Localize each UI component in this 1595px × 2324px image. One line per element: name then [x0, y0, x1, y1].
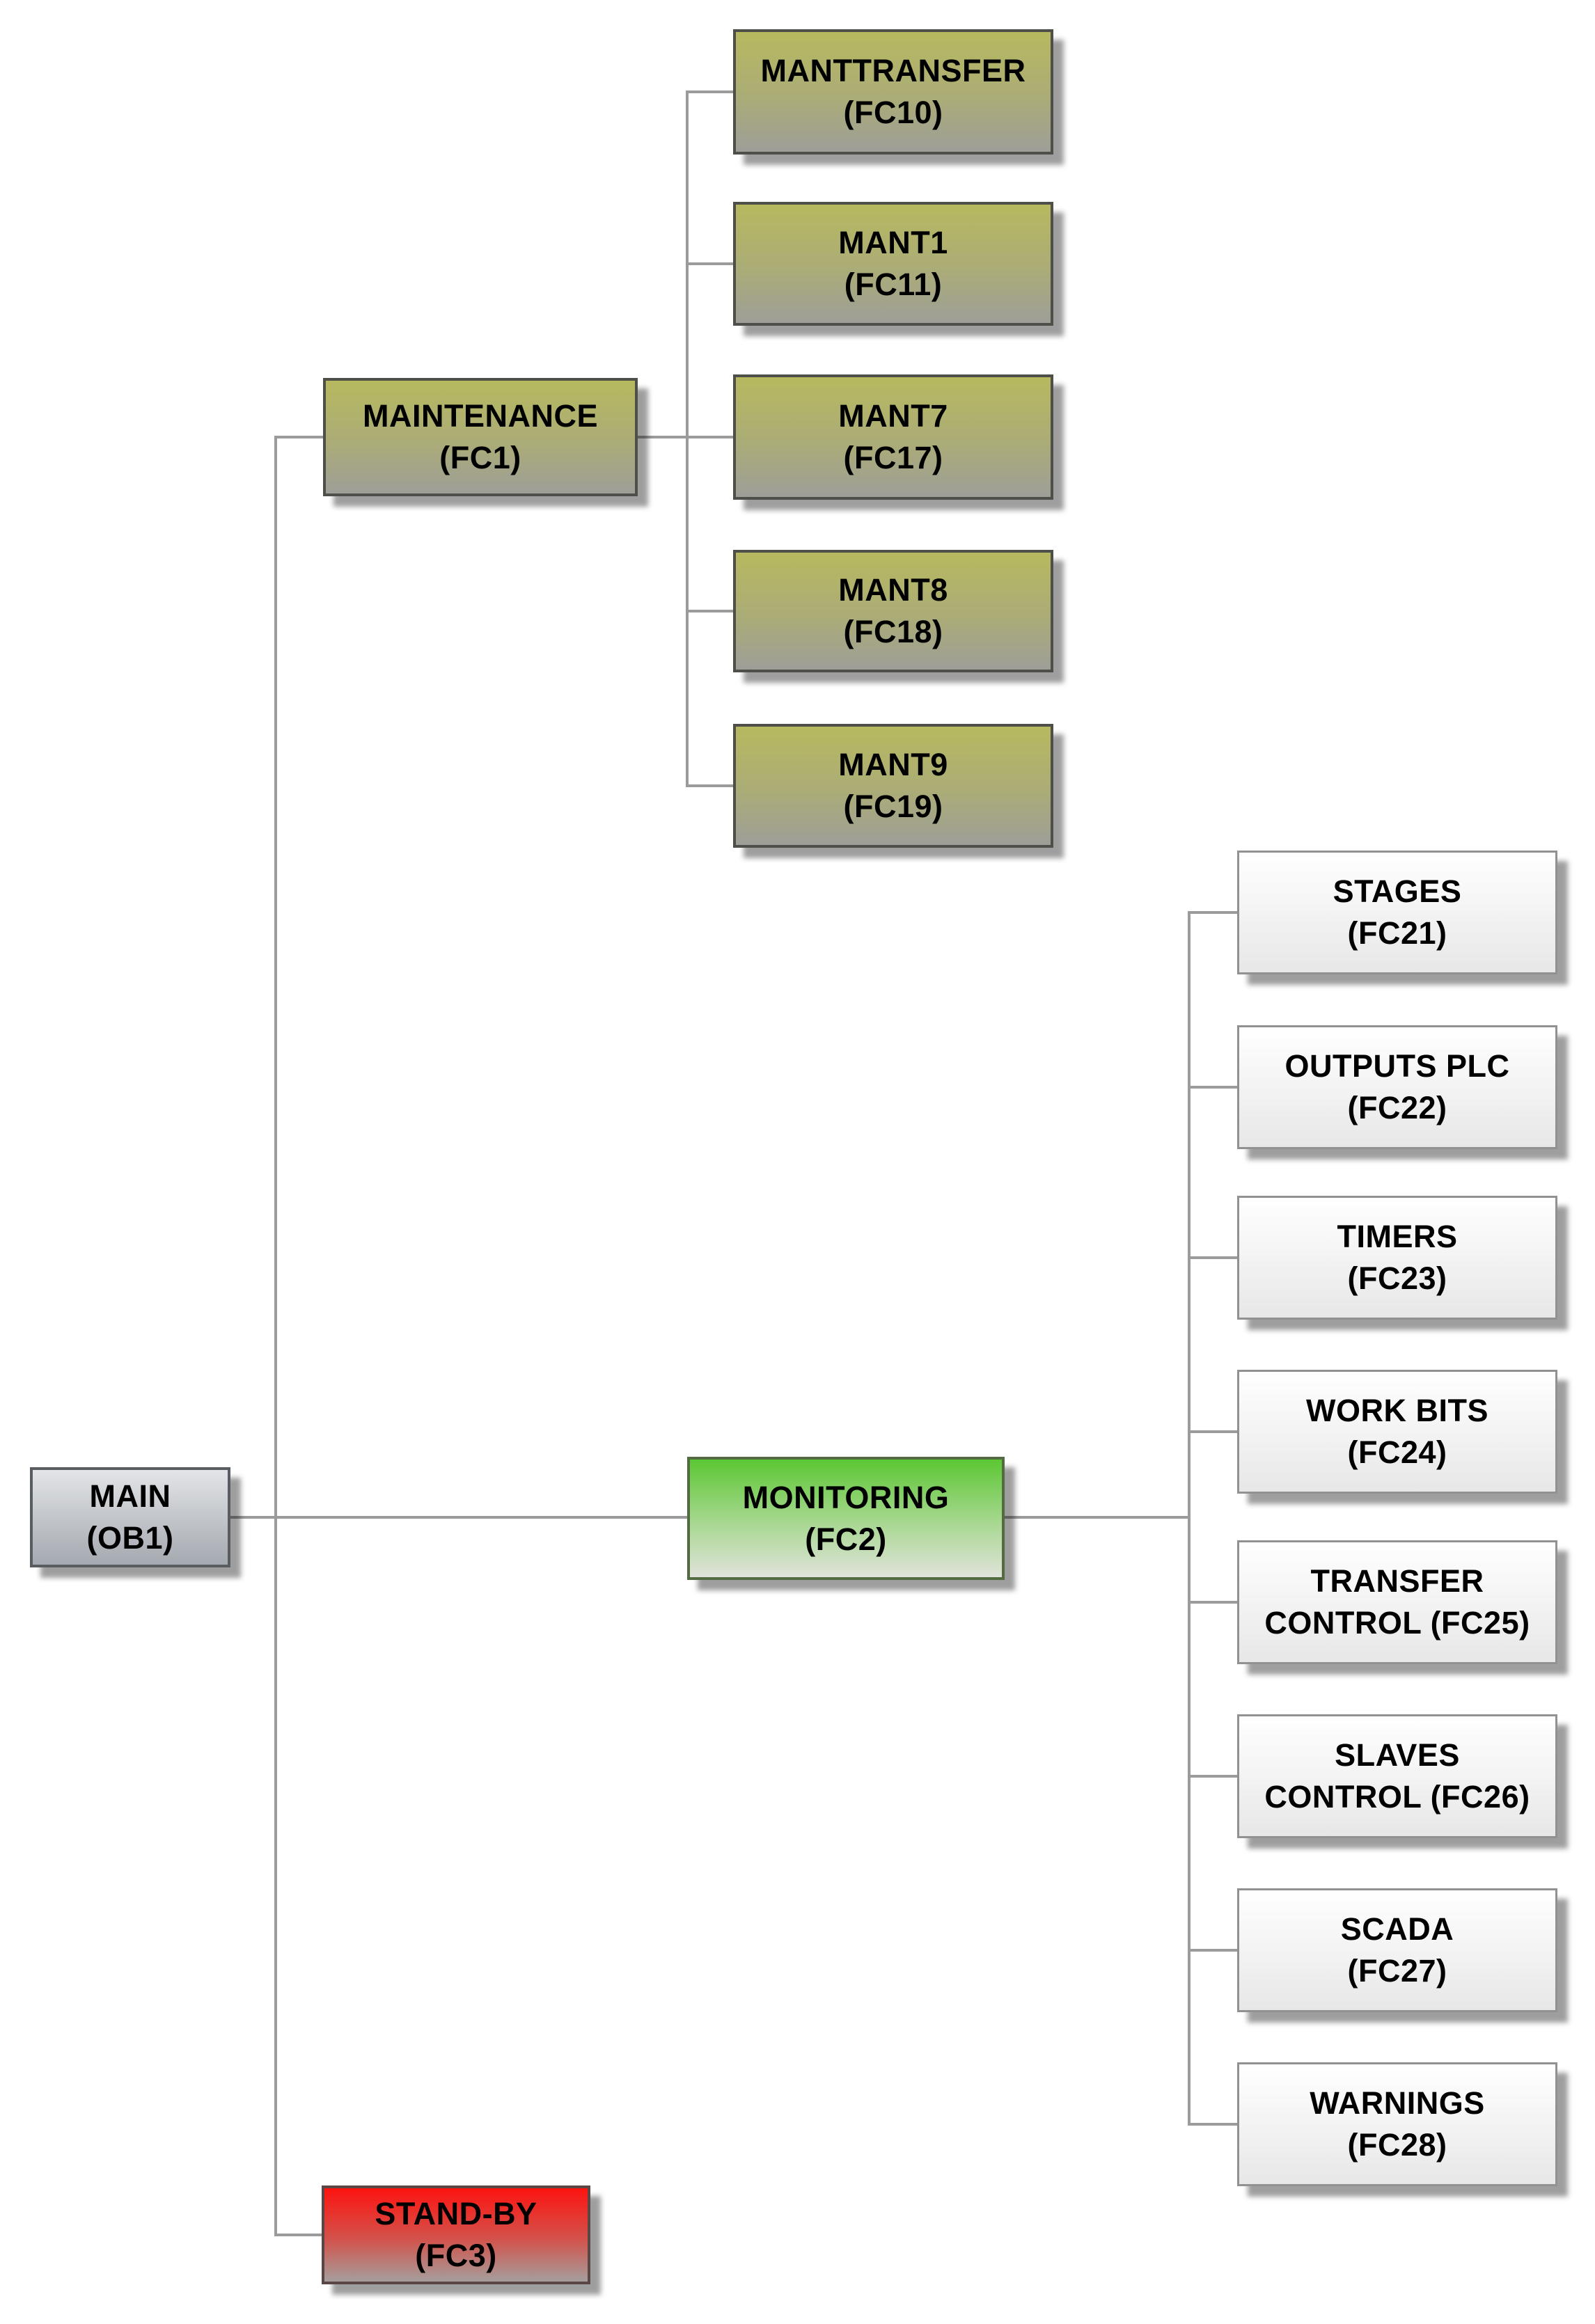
node-title: MAINTENANCE: [363, 398, 598, 434]
node-subtitle: (FC28): [1347, 2127, 1447, 2163]
node-subtitle: (FC18): [843, 614, 943, 649]
node-title: STAGES: [1333, 874, 1462, 909]
node-title: STAND-BY: [375, 2196, 537, 2231]
connector-stub-mant1: [686, 262, 733, 265]
node-subtitle: CONTROL (FC25): [1264, 1605, 1530, 1641]
node-title: TIMERS: [1337, 1219, 1458, 1254]
node-subtitle: (FC27): [1347, 1953, 1447, 1989]
node-title: MANTTRANSFER: [760, 53, 1026, 88]
node-subtitle: (FC2): [805, 1521, 887, 1557]
connector-stub-work-bits: [1188, 1430, 1237, 1433]
node-subtitle: (FC11): [844, 267, 943, 302]
node-mant1: MANT1 (FC11): [733, 202, 1053, 326]
connector-stub-warnings: [1188, 2123, 1237, 2126]
connector-stub-scada: [1188, 1949, 1237, 1952]
node-title: MONITORING: [742, 1479, 950, 1515]
connector-trunk-main: [274, 436, 277, 2236]
connector-stub-manttransfer: [686, 90, 733, 93]
connector-stub-outputs-plc: [1188, 1086, 1237, 1089]
node-scada: SCADA (FC27): [1237, 1888, 1557, 2012]
node-title: WORK BITS: [1306, 1393, 1488, 1428]
connector-maintenance-right: [638, 436, 687, 438]
node-subtitle: (FC3): [415, 2238, 497, 2273]
node-subtitle: (FC1): [439, 440, 521, 475]
node-title: MANT9: [838, 747, 948, 782]
node-mant8: MANT8 (FC18): [733, 550, 1053, 672]
node-transfer-control: TRANSFER CONTROL (FC25): [1237, 1540, 1557, 1664]
node-title: TRANSFER: [1310, 1563, 1484, 1599]
node-title: MANT7: [838, 398, 948, 434]
node-title: SLAVES: [1335, 1737, 1460, 1773]
node-outputs-plc: OUTPUTS PLC (FC22): [1237, 1025, 1557, 1149]
node-title: SCADA: [1340, 1911, 1454, 1947]
node-standby: STAND-BY (FC3): [322, 2185, 590, 2284]
node-maintenance: MAINTENANCE (FC1): [323, 378, 638, 496]
node-work-bits: WORK BITS (FC24): [1237, 1370, 1557, 1494]
node-subtitle: (FC19): [843, 789, 943, 824]
node-title: MAIN: [89, 1478, 171, 1514]
node-stages: STAGES (FC21): [1237, 851, 1557, 974]
connector-stub-mant8: [686, 610, 733, 612]
node-mant7: MANT7 (FC17): [733, 374, 1053, 500]
connector-trunk-maintenance: [686, 90, 689, 787]
node-subtitle: (FC23): [1347, 1260, 1447, 1296]
node-mant9: MANT9 (FC19): [733, 724, 1053, 848]
node-title: OUTPUTS PLC: [1284, 1048, 1510, 1084]
node-subtitle: (FC10): [843, 95, 943, 130]
connector-monitoring-right: [1005, 1516, 1189, 1519]
node-title: WARNINGS: [1310, 2085, 1485, 2121]
connector-stub-slaves-control: [1188, 1775, 1237, 1778]
connector-stub-mant7: [686, 436, 733, 438]
connector-main-monitoring: [230, 1516, 687, 1519]
connector-standby: [274, 2234, 322, 2236]
node-subtitle: (FC22): [1347, 1090, 1447, 1125]
connector-stub-transfer-control: [1188, 1601, 1237, 1604]
connector-stub-stages: [1188, 911, 1237, 914]
connector-trunk-monitoring: [1188, 911, 1191, 2126]
node-subtitle: (FC21): [1347, 915, 1447, 951]
node-title: MANT8: [838, 572, 948, 608]
node-subtitle: (FC17): [843, 440, 943, 475]
node-timers: TIMERS (FC23): [1237, 1196, 1557, 1320]
node-warnings: WARNINGS (FC28): [1237, 2062, 1557, 2186]
node-subtitle: (FC24): [1347, 1434, 1447, 1470]
node-slaves-control: SLAVES CONTROL (FC26): [1237, 1714, 1557, 1838]
connector-stub-mant9: [686, 784, 733, 787]
node-main: MAIN (OB1): [30, 1467, 230, 1567]
node-subtitle: CONTROL (FC26): [1264, 1779, 1530, 1815]
connector-stub-timers: [1188, 1256, 1237, 1259]
node-monitoring: MONITORING (FC2): [687, 1457, 1005, 1580]
node-subtitle: (OB1): [86, 1520, 174, 1556]
connector-maintenance-left: [274, 436, 324, 438]
node-manttransfer: MANTTRANSFER (FC10): [733, 29, 1053, 155]
node-title: MANT1: [838, 225, 948, 260]
